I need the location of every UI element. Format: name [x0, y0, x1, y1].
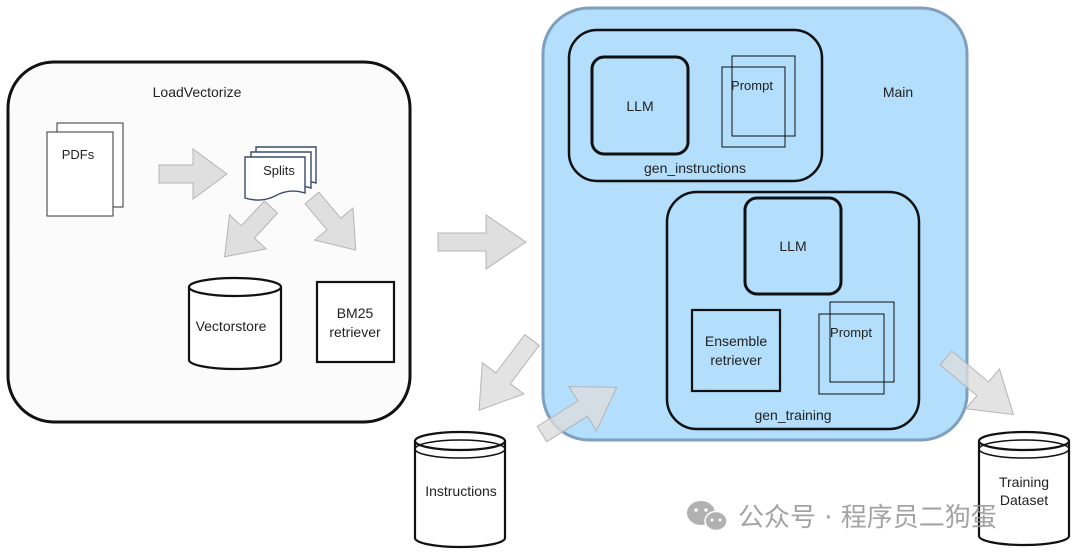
load-to-main-arrow: [437, 214, 527, 270]
gen-instructions-llm-box: [590, 55, 690, 156]
main-panel: Main LLM Prompt gen_instructions LLM Ens…: [541, 6, 969, 442]
gen-training-prompt-front: [829, 301, 895, 383]
bm25-label-line2: retriever: [329, 324, 381, 340]
bm25-label-line1: BM25: [337, 305, 374, 321]
bm25-retriever-box: BM25 retriever: [315, 280, 396, 364]
main-frame: [541, 6, 969, 442]
gen-training-prompt-label: Prompt: [830, 325, 872, 340]
wechat-icon: [687, 501, 728, 532]
gen-instructions-prompt-label: Prompt: [731, 78, 773, 93]
instructions-label: Instructions: [425, 483, 497, 499]
gen-training-group: LLM Ensemble retriever Prompt gen_traini…: [665, 190, 921, 431]
ensemble-retriever-box: [690, 308, 782, 393]
vectorstore-label: Vectorstore: [196, 318, 267, 334]
training-label-line1: Training: [999, 474, 1049, 490]
gen-instructions-group: LLM Prompt gen_instructions: [567, 28, 824, 183]
training-dataset-cylinder: Training Dataset: [977, 430, 1071, 547]
gen-training-caption: gen_training: [754, 407, 831, 423]
vectorstore-cylinder: Vectorstore: [187, 276, 283, 371]
training-label-line2: Dataset: [1000, 492, 1048, 508]
main-to-training-dataset-arrow: [939, 350, 1015, 416]
watermark: 公众号 · 程序员二狗蛋: [687, 501, 997, 533]
ensemble-label-line2: retriever: [710, 352, 762, 368]
splits-to-bm25-arrow: [304, 191, 357, 251]
load-vectorize-panel: LoadVectorize PDFs Splits Vectorstore BM…: [6, 60, 412, 424]
instructions-cylinder: Instructions: [413, 430, 507, 549]
main-to-instructions-arrow: [478, 333, 540, 412]
gen-instructions-prompt-front: [731, 55, 796, 137]
splits-label: Splits: [263, 163, 295, 178]
gen-instructions-caption: gen_instructions: [644, 160, 746, 176]
splits-to-vectorstore-arrow: [224, 200, 279, 258]
splits-document-stack: Splits: [244, 146, 317, 201]
pdfs-document-stack: PDFs: [46, 122, 124, 217]
gen-training-llm-label: LLM: [779, 238, 806, 254]
pdfs-to-splits-arrow: [158, 148, 228, 200]
instructions-to-main-arrow: [536, 385, 618, 443]
load-vectorize-title: LoadVectorize: [153, 84, 242, 100]
gen-instructions-llm-label: LLM: [626, 98, 653, 114]
gen-training-llm-box: [743, 196, 843, 296]
ensemble-label-line1: Ensemble: [705, 333, 767, 349]
gen-training-prompt-back: [818, 313, 885, 395]
gen-instructions-prompt-back: [721, 66, 786, 148]
main-title: Main: [883, 84, 913, 100]
watermark-text: 公众号 · 程序员二狗蛋: [738, 503, 997, 533]
pdfs-label: PDFs: [62, 147, 95, 162]
